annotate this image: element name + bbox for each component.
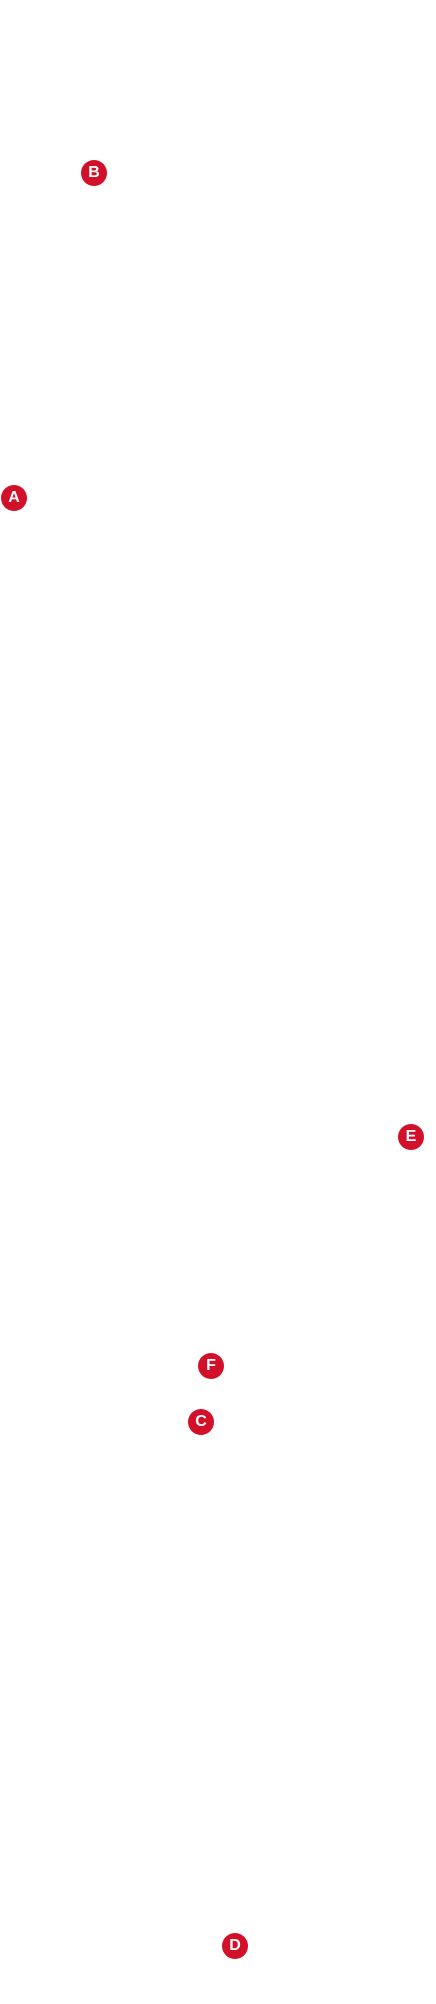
hotspot-label-a: A <box>8 489 20 506</box>
hotspot-marker-a[interactable]: A <box>1 485 27 511</box>
hotspot-label-d: D <box>229 1937 241 1954</box>
hotspot-label-b: B <box>88 164 100 181</box>
hotspot-marker-f[interactable]: F <box>198 1353 224 1379</box>
hotspot-label-e: E <box>405 1128 417 1145</box>
hotspot-label-f: F <box>206 1357 216 1374</box>
hotspot-label-c: C <box>195 1413 207 1430</box>
hotspot-marker-c[interactable]: C <box>188 1409 214 1435</box>
hotspot-marker-d[interactable]: D <box>222 1933 248 1959</box>
hotspot-marker-b[interactable]: B <box>81 160 107 186</box>
hotspot-marker-e[interactable]: E <box>398 1124 424 1150</box>
